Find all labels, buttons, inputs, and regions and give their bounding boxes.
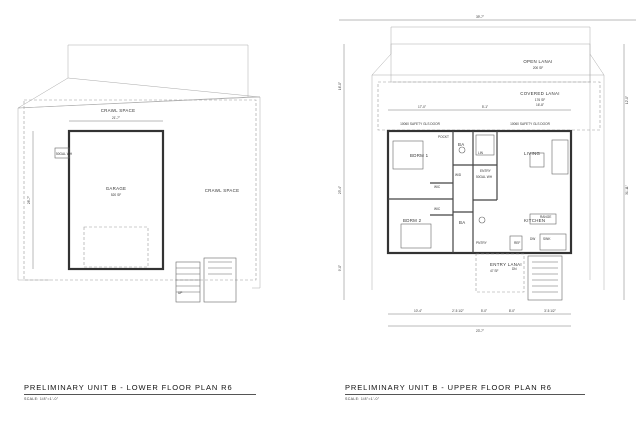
open-lanai-outline: [390, 43, 591, 83]
upper-dim-bottom-2: 5'-0": [481, 309, 487, 313]
upper-fixtures: [392, 134, 569, 251]
garage-label: GARAGE: [106, 186, 127, 191]
open-lanai-label: OPEN LANAI: [523, 59, 552, 64]
upper-dim-left-0: 16'-0": [338, 82, 342, 90]
covered-lanai-area: 176 SF: [535, 98, 545, 102]
upper-dim-left-2: 9'-0": [338, 265, 342, 271]
washer-label: W/D: [455, 173, 462, 177]
lower-width-dim: 21'-7": [112, 116, 120, 120]
lower-stair-up: UP: [178, 291, 182, 295]
lower-floor-plan: CRAWL SPACE CRAWL SPACE GARAGE 520 SF 21…: [17, 44, 261, 303]
ba1-label: BA: [458, 142, 464, 147]
lower-crawl-space-top: CRAWL SPACE: [101, 108, 136, 113]
bdrm2-label: BDRM 2: [403, 218, 422, 223]
garage-walls: [67, 129, 165, 271]
safety-door-left: 10060 SAFETY GLS DOOR: [400, 122, 440, 126]
pocket-door-label: POCKT: [438, 135, 449, 139]
upper-dim-bottom-4: 3'-5 1/2": [544, 309, 556, 313]
bdrm1-label: BDRM 1: [410, 153, 429, 158]
dw-label: DW: [530, 237, 535, 241]
open-lanai-area: 200 SF: [533, 66, 543, 70]
upper-dim-top-1: 5'-1": [482, 105, 488, 109]
crawl-dashed-boundary: [23, 99, 257, 281]
upper-dim-bottom-1: 2'-5 1/2": [452, 309, 464, 313]
lower-plan-scale: SCALE: 1/8"=1'-0": [24, 397, 59, 401]
sink-label: SINK: [543, 237, 551, 241]
upper-floor-plan: 39'-7" 23'-7" OPEN LANAI 200 SF COVERED …: [338, 15, 636, 333]
lower-roof-outline: [17, 44, 261, 289]
upper-wh-label: 50GAL WH: [476, 175, 493, 179]
pantry-label: PNTRY: [476, 241, 488, 245]
upper-dim-top-0: 17'-0": [418, 105, 426, 109]
upper-plan-title: PRELIMINARY UNIT B - UPPER FLOOR PLAN R6: [345, 383, 552, 392]
upper-plan-scale: SCALE: 1/8"=1'-0": [345, 397, 380, 401]
lower-depth-dim: 28'-7": [27, 196, 31, 204]
closet2-label: WIC: [434, 207, 441, 211]
covered-lanai-dim: 16'-8": [536, 103, 544, 107]
living-label: LIVING: [524, 151, 540, 156]
range-label: RANGE: [540, 215, 551, 219]
safety-door-right: 10060 SAFETY GLS DOOR: [510, 122, 550, 126]
lower-crawl-space-right: CRAWL SPACE: [205, 188, 240, 193]
stair-dn-label: DN: [512, 267, 517, 271]
upper-dim-left-1: 23'-4": [338, 186, 342, 194]
upper-dim-right-0: 12'-0": [625, 96, 629, 104]
ba2-label: BA: [459, 220, 465, 225]
closet1-label: WIC: [434, 185, 441, 189]
upper-plan-title-rule: [345, 394, 585, 395]
upper-exterior-walls: [386, 129, 573, 255]
entry-lanai-area: 47 SF: [490, 269, 499, 273]
entry-lanai-label: ENTRY LANAI: [490, 262, 522, 267]
lower-wh-label: 50GAL WH: [56, 152, 73, 156]
upper-roof-outline: [371, 26, 605, 290]
entry-label: ENTRY: [480, 169, 492, 173]
linen-label: LIN: [478, 151, 484, 155]
upper-overall-bottom-dim: 23'-7": [476, 329, 484, 333]
upper-interior-walls: [388, 131, 498, 253]
upper-overall-top-dim: 39'-7": [476, 15, 484, 19]
upper-dim-bottom-3: 8'-0": [509, 309, 515, 313]
kitchen-label: KITCHEN: [524, 218, 545, 223]
ref-label: REF: [514, 241, 520, 245]
lower-plan-title-rule: [24, 394, 256, 395]
lower-wh-box: [54, 147, 70, 159]
garage-door-dashed: [83, 226, 149, 268]
garage-area: 520 SF: [111, 193, 121, 197]
upper-dim-right-1: 31'-11": [625, 185, 629, 195]
covered-lanai-label: COVERED LANAI: [520, 91, 560, 96]
upper-entry-stair: [475, 253, 563, 301]
lower-plan-title: PRELIMINARY UNIT B - LOWER FLOOR PLAN R6: [24, 383, 233, 392]
upper-dim-bottom-0: 10'-4": [414, 309, 422, 313]
lower-stair: [175, 257, 237, 303]
